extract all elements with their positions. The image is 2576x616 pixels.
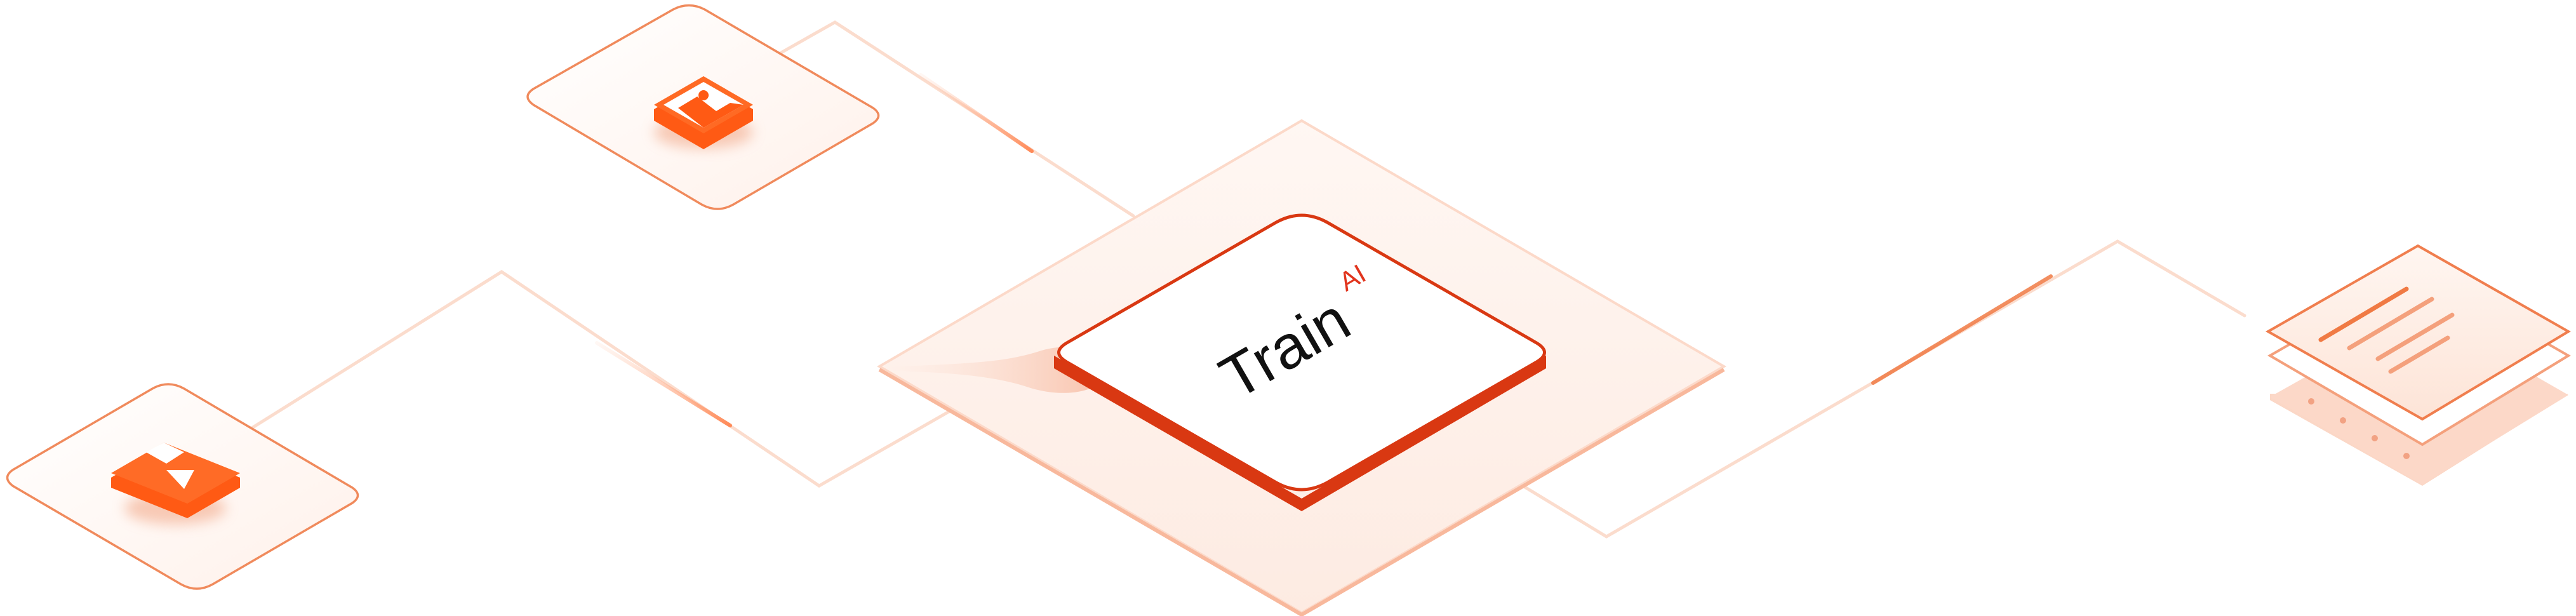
hub-inflow-band [889, 347, 1100, 393]
document-stack-dots [2308, 398, 2410, 459]
hub-card [1057, 213, 1546, 492]
connector-lines [249, 20, 2246, 539]
connector-image-to-hub [779, 20, 1135, 218]
connector-highlights [595, 73, 2053, 427]
connector-video-to-hub [249, 270, 954, 488]
document-icon [2318, 286, 2455, 374]
highlight-video-connector [595, 341, 732, 427]
hub-base-front-edge [878, 368, 1725, 616]
connector-hub-to-document [1516, 239, 2246, 539]
video-icon [111, 443, 240, 525]
highlight-document-connector [1871, 274, 2053, 385]
document-output-stack [2265, 244, 2571, 486]
hub-platform: Train AI [877, 119, 1726, 616]
image-icon [654, 76, 753, 149]
highlight-image-connector [919, 73, 1034, 153]
image-source-tile [526, 4, 880, 210]
video-source-tile [6, 383, 359, 590]
